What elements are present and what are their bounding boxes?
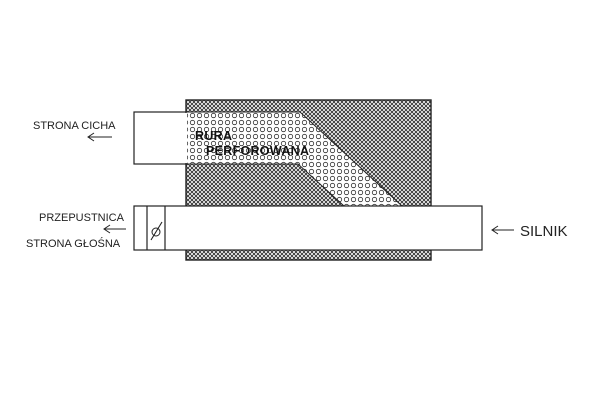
loud-side-label: STRONA GŁOŚNA bbox=[26, 237, 121, 250]
damper-label: PRZEPUSTNICA bbox=[39, 212, 125, 224]
valve-icon bbox=[150, 221, 163, 241]
left-arrow-icon bbox=[491, 225, 514, 235]
perforated-pipe-label-line1: RURA bbox=[195, 129, 232, 143]
left-arrow-icon bbox=[87, 132, 112, 142]
main-pipe bbox=[133, 205, 483, 251]
engine-label: SILNIK bbox=[520, 223, 568, 240]
quiet-outlet-pipe bbox=[133, 111, 187, 165]
perforated-pipe-label-line2: PERFOROWANA bbox=[206, 144, 309, 158]
quiet-side-label: STRONA CICHA bbox=[33, 120, 116, 132]
left-arrow-icon bbox=[103, 224, 126, 234]
